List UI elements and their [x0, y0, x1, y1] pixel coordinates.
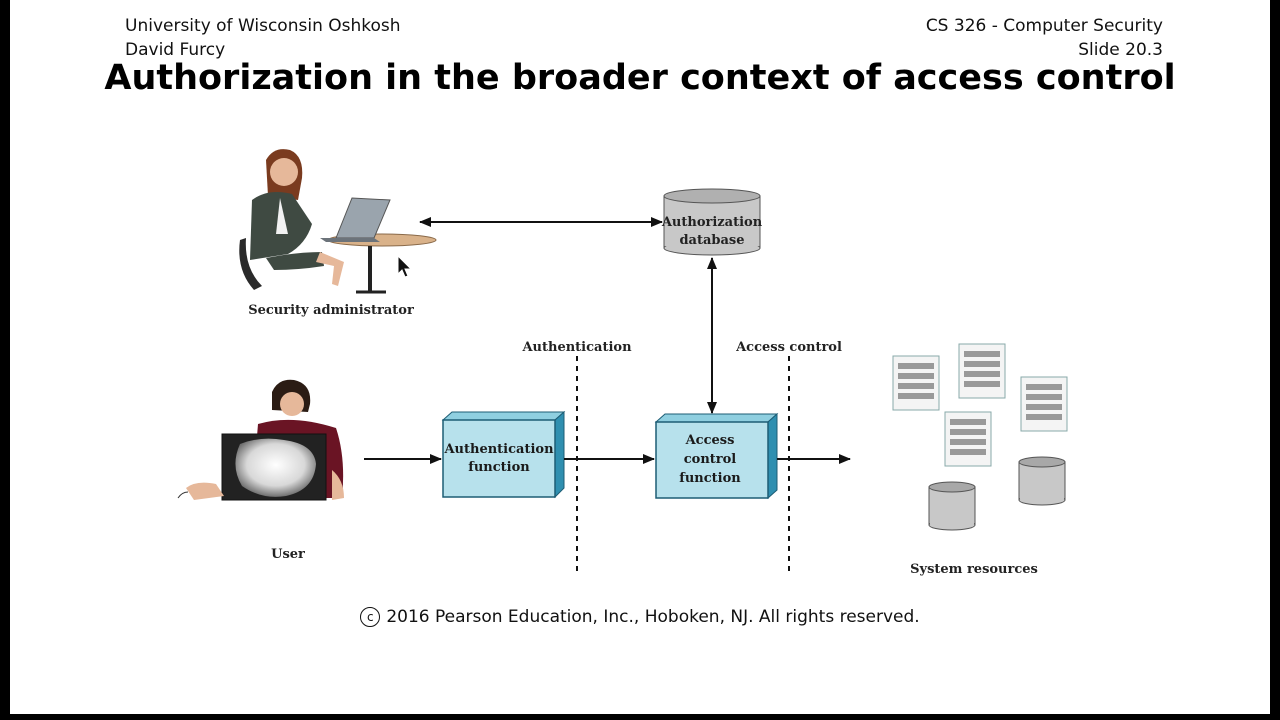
copyright-text: 2016 Pearson Education, Inc., Hoboken, N…: [386, 607, 920, 627]
authentication-function-line-2: function: [468, 460, 530, 475]
access-control-function-line-2: control: [684, 452, 737, 467]
document-icon: [944, 411, 992, 467]
user-label: User: [271, 547, 305, 562]
storage-cylinder-icon: [1018, 456, 1066, 506]
slide: University of Wisconsin Oshkosh David Fu…: [10, 0, 1270, 714]
access-control-function-line-1: Access: [685, 433, 735, 448]
access-control-label: Access control: [735, 340, 842, 355]
storage-cylinder-icon: [928, 481, 976, 531]
course-label: CS 326 - Computer Security: [925, 16, 1163, 36]
slide-number: Slide 20.3: [1078, 40, 1163, 60]
document-icon: [892, 355, 940, 411]
authorization-database: Authorization database: [661, 188, 763, 256]
authorization-db-line-1: Authorization: [661, 215, 763, 230]
security-administrator-label: Security administrator: [248, 303, 414, 318]
slide-title: Authorization in the broader context of …: [104, 58, 1176, 98]
document-icon: [958, 343, 1006, 399]
security-administrator-illustration: [239, 149, 437, 294]
authorization-db-line-2: database: [679, 233, 744, 248]
authentication-function-box: Authentication function: [441, 410, 566, 499]
document-icon: [1020, 376, 1068, 432]
copyright-icon: c: [360, 607, 381, 627]
system-resources-group: [892, 343, 1068, 531]
system-resources-label: System resources: [910, 562, 1038, 577]
access-control-function-box: Access control function: [654, 412, 779, 500]
access-control-function-line-3: function: [679, 471, 741, 486]
authentication-label: Authentication: [521, 340, 632, 355]
institution-label: University of Wisconsin Oshkosh: [125, 16, 401, 36]
authentication-function-line-1: Authentication: [443, 442, 554, 457]
mouse-cursor-icon: [397, 254, 413, 278]
author-label: David Furcy: [125, 40, 226, 60]
user-illustration: [177, 379, 344, 501]
